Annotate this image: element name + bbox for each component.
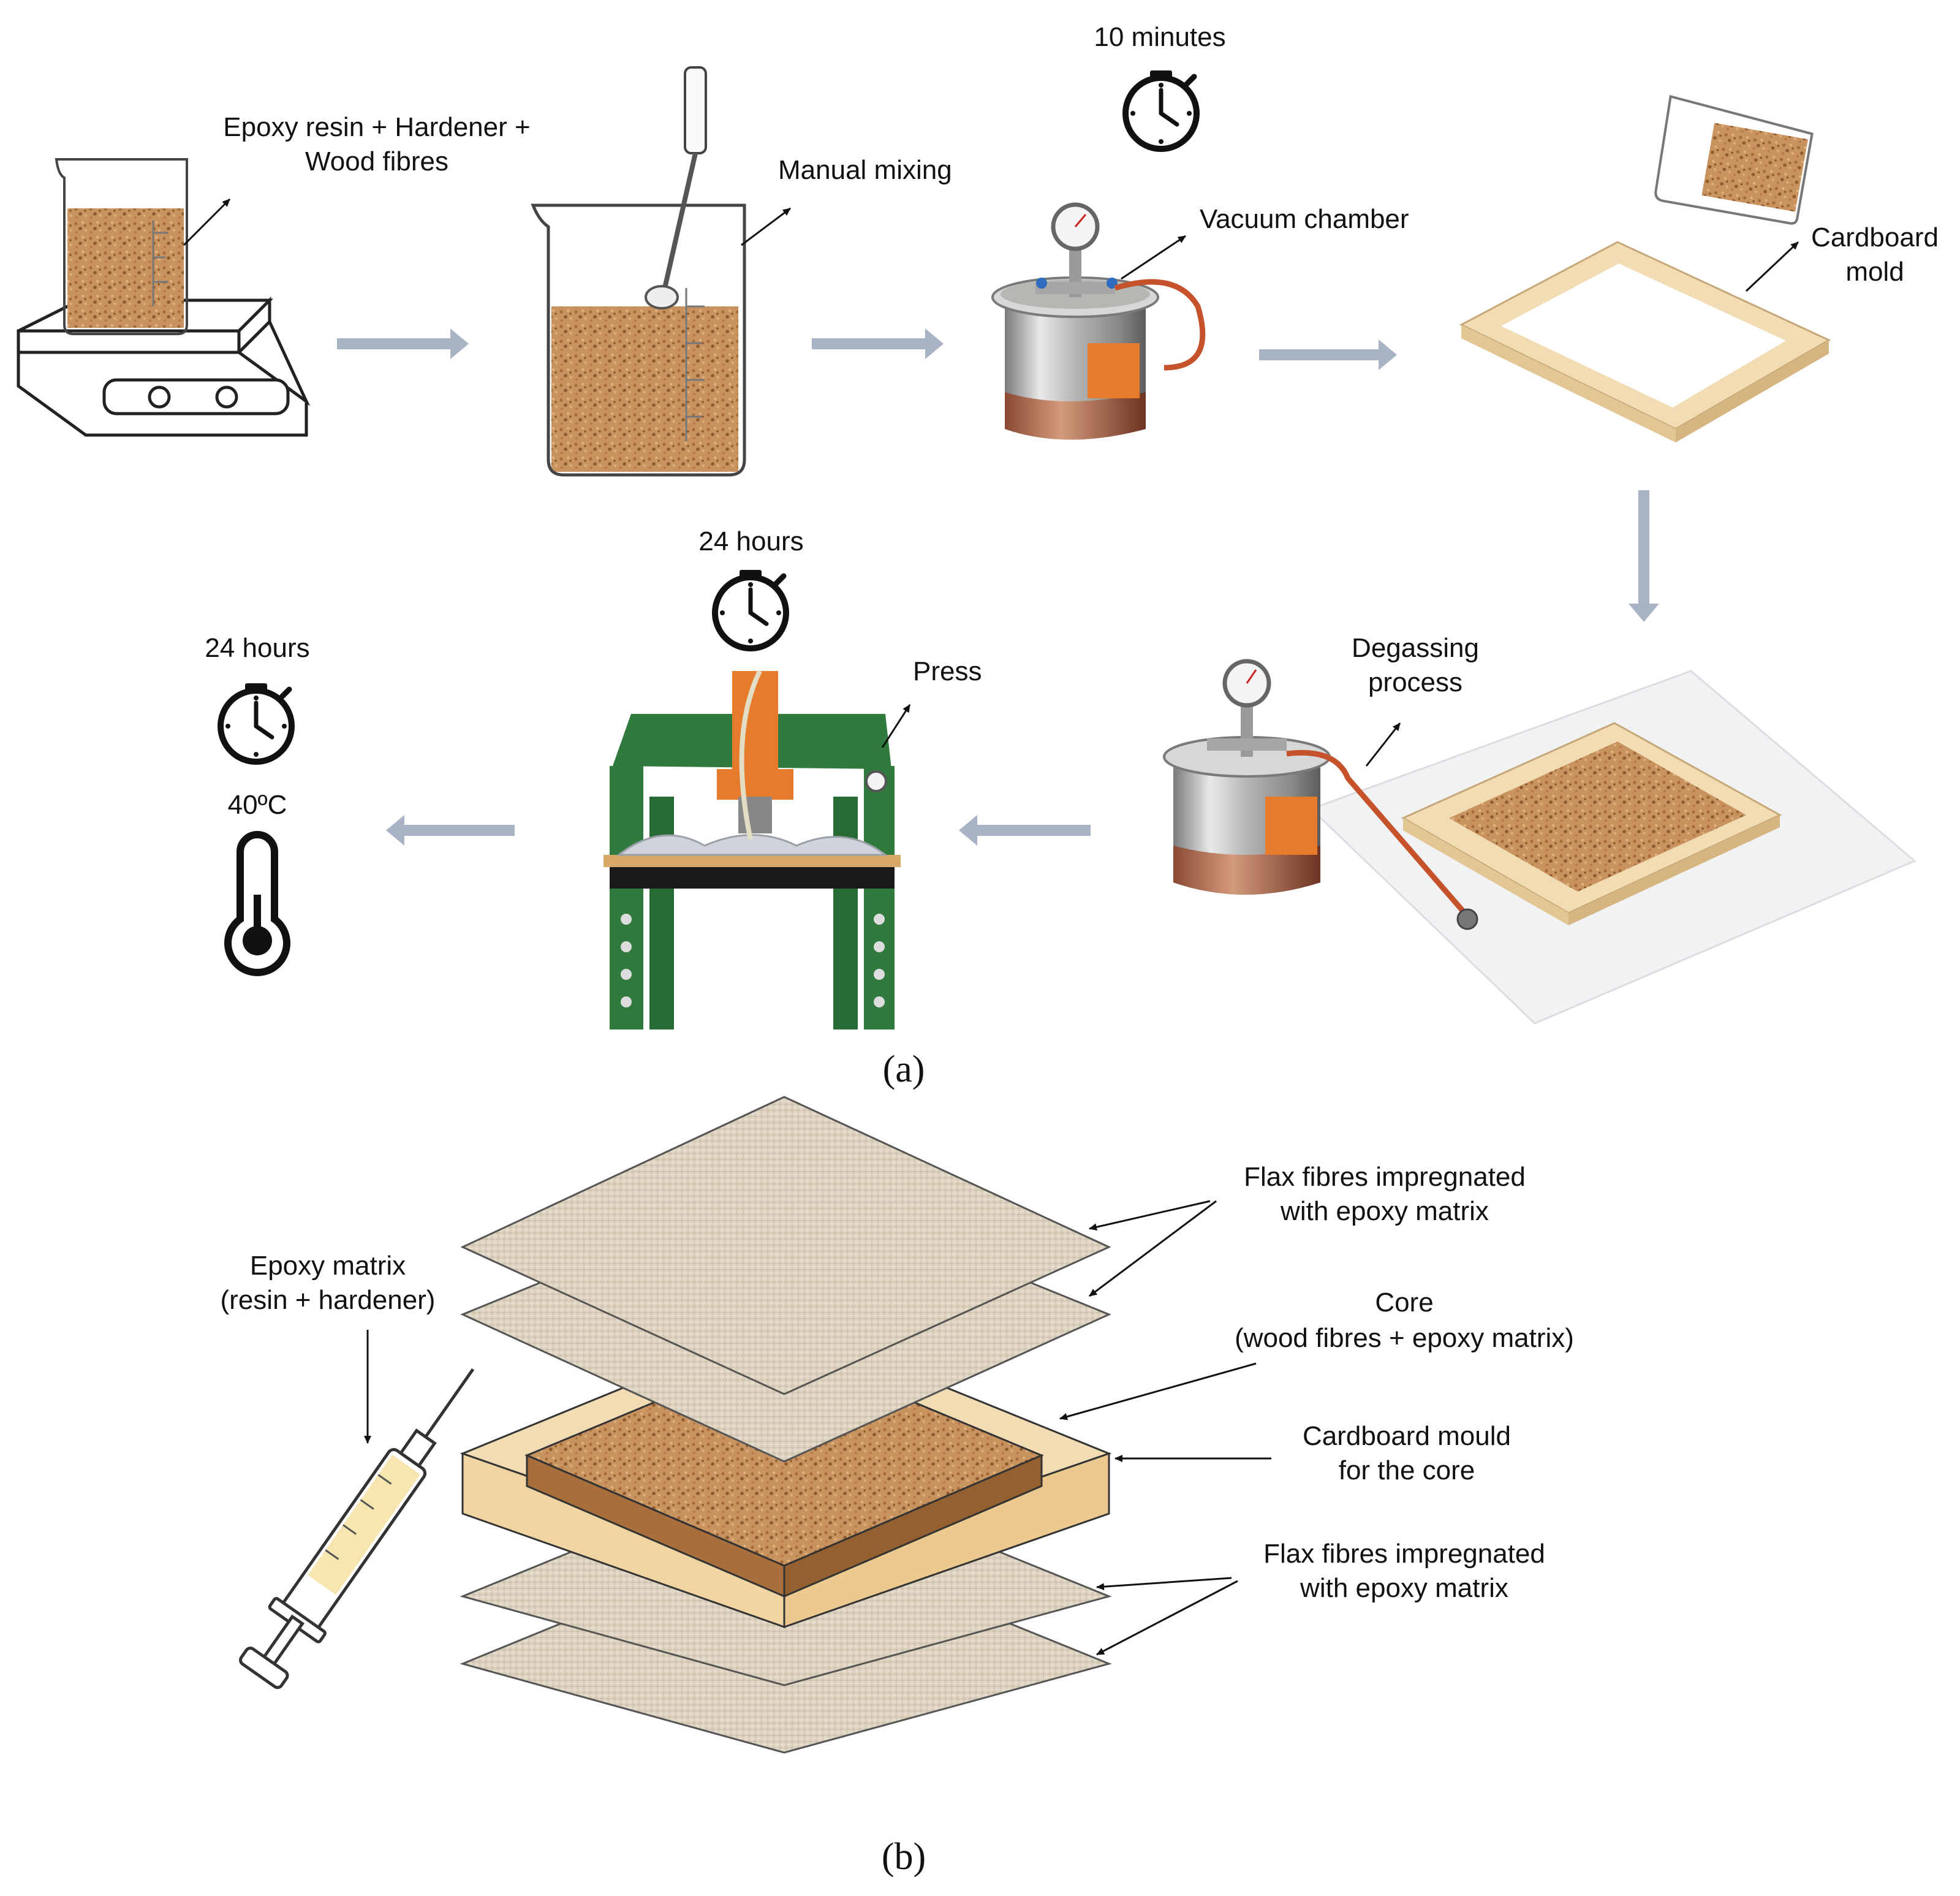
top-flax-label-line1: Flax fibres impregnated — [1244, 1162, 1526, 1192]
layup-exploded-view — [460, 1096, 1112, 1754]
vacuum-chamber-illustration — [991, 202, 1206, 440]
labels-panel-b: Epoxy matrix (resin + hardener) Flax fib… — [221, 1162, 1574, 1603]
flow-arrow-right — [1259, 339, 1397, 370]
mould-label-line1: Cardboard mould — [1303, 1421, 1511, 1451]
step7-temp: 40ºC — [228, 790, 287, 820]
flow-arrow-left — [386, 815, 515, 846]
step6-time: 24 hours — [698, 526, 803, 556]
step6-label: Press — [913, 656, 982, 686]
bottom-flax-label-line2: with epoxy matrix — [1300, 1573, 1508, 1603]
callout-pointers-a — [183, 198, 1799, 767]
flow-arrows — [337, 328, 1659, 846]
step4-label-line2: mold — [1845, 257, 1904, 287]
bottom-flax-label-line1: Flax fibres impregnated — [1263, 1539, 1545, 1569]
step5-label-line1: Degassing — [1352, 633, 1479, 663]
mould-label-line2: for the core — [1339, 1455, 1475, 1485]
hydraulic-press-illustration — [604, 670, 901, 1030]
stopwatch-icon — [1122, 70, 1200, 152]
caption-a: (a) — [883, 1048, 925, 1090]
core-label-line1: Core — [1375, 1287, 1433, 1318]
caption-b: (b) — [882, 1836, 926, 1878]
hotplate-beaker-illustration — [17, 158, 311, 437]
step1-label-line2: Wood fibres — [305, 146, 448, 176]
syringe-label-line1: Epoxy matrix — [250, 1251, 406, 1281]
stopwatch-icon — [218, 683, 295, 765]
step4-label-line1: Cardboard — [1811, 222, 1939, 252]
core-label-line2: (wood fibres + epoxy matrix) — [1235, 1323, 1574, 1353]
syringe-label-line2: (resin + hardener) — [221, 1285, 436, 1315]
step2-label: Manual mixing — [778, 155, 952, 185]
step3-label: Vacuum chamber — [1200, 204, 1409, 234]
stopwatch-icon — [712, 570, 789, 651]
flow-arrow-right — [812, 328, 944, 359]
step1-label-line1: Epoxy resin + Hardener + — [223, 112, 530, 142]
step7-time: 24 hours — [205, 633, 309, 663]
step3-time: 10 minutes — [1094, 22, 1225, 52]
flow-arrow-down — [1629, 490, 1659, 622]
flow-arrow-left — [959, 815, 1091, 846]
labels-panel-a: Epoxy resin + Hardener + Wood fibres Man… — [205, 22, 1939, 820]
degassing-illustration — [1163, 659, 1916, 1025]
flow-arrow-right — [337, 328, 469, 359]
cardboard-mold-illustration — [1459, 94, 1831, 442]
thermometer-icon — [224, 831, 290, 976]
mixing-beaker-illustration — [531, 66, 746, 477]
syringe-icon — [239, 1368, 475, 1689]
step5-label-line2: process — [1368, 667, 1462, 697]
top-flax-label-line2: with epoxy matrix — [1280, 1196, 1489, 1226]
callout-pointers-b — [364, 1200, 1271, 1656]
flax-sheet-top-1 — [460, 1096, 1111, 1395]
